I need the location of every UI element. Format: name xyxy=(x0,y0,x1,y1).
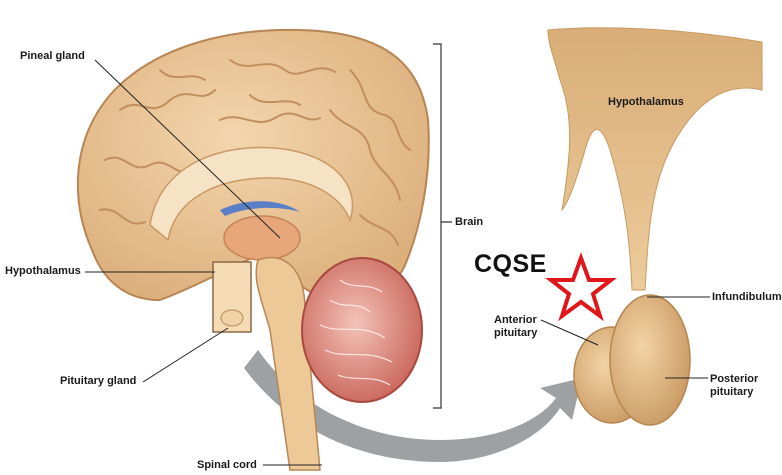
hypothalamus-tissue xyxy=(548,28,762,290)
brain-bracket xyxy=(433,44,452,408)
label-spinal-cord: Spinal cord xyxy=(197,459,257,472)
label-brain: Brain xyxy=(455,216,483,229)
label-posterior-pituitary: Posterior pituitary xyxy=(710,373,758,399)
thalamus xyxy=(224,216,300,260)
posterior-pituitary xyxy=(610,295,690,425)
label-anterior-line1: Anterior xyxy=(494,314,537,326)
pituitary-gland-small xyxy=(221,310,243,326)
watermark-text: CQSE xyxy=(474,250,547,279)
label-posterior-line1: Posterior xyxy=(710,373,758,385)
label-anterior-pituitary: Anterior pituitary xyxy=(494,314,537,340)
label-pineal-gland: Pineal gland xyxy=(20,50,85,63)
label-infundibulum: Infundibulum xyxy=(712,291,782,304)
label-hypothalamus-left: Hypothalamus xyxy=(5,265,81,278)
label-posterior-line2: pituitary xyxy=(710,386,753,398)
label-pituitary-gland: Pituitary gland xyxy=(60,375,136,388)
star-logo-icon xyxy=(551,258,611,316)
label-anterior-line2: pituitary xyxy=(494,327,537,339)
label-hypothalamus-right: Hypothalamus xyxy=(608,96,684,109)
